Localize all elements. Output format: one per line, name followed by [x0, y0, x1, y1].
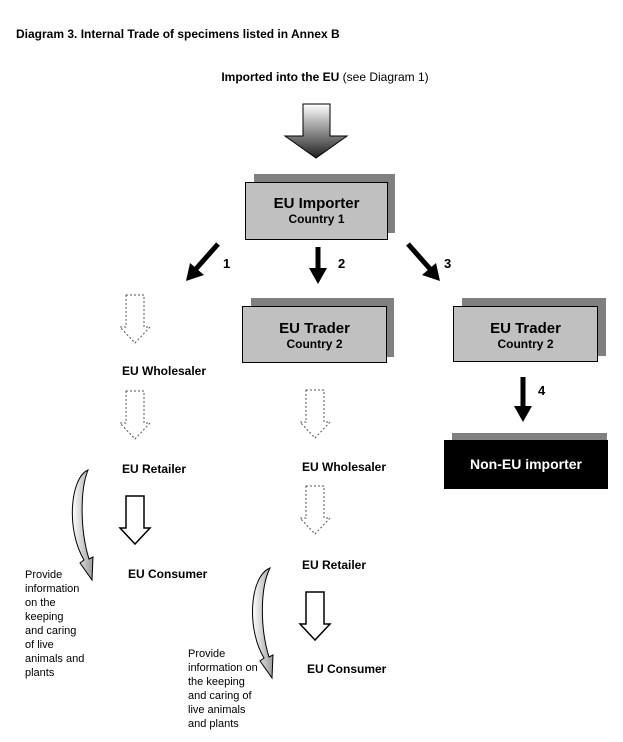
route-3-arrowhead	[422, 263, 440, 281]
route-1-arrow	[193, 242, 220, 272]
middle-info-note-line: and caring of	[188, 690, 252, 702]
left-info-note-line: information	[25, 583, 80, 595]
middle-info-note-line: and plants	[188, 718, 239, 730]
left-consumer-label: EU Consumer	[128, 567, 208, 581]
left-info-note-line: Provide	[25, 569, 63, 581]
middle-dotted-arrow-1	[298, 389, 332, 439]
imported-label-rest: (see Diagram 1)	[339, 70, 429, 84]
trader-b-title: EU Trader	[490, 320, 561, 337]
middle-solid-arrow	[298, 591, 332, 642]
left-info-note-line: on the	[25, 597, 56, 609]
left-info-note-line: keeping	[25, 611, 64, 623]
route-4-label: 4	[538, 383, 546, 398]
big-down-arrow	[283, 103, 349, 159]
non-eu-importer-box: Non-EU importer	[444, 440, 608, 489]
route-2-label: 2	[338, 256, 346, 271]
middle-info-note-line: information on	[188, 662, 258, 674]
middle-info-note-line: Provide	[188, 648, 226, 660]
left-info-note-line: plants	[25, 667, 55, 679]
left-dotted-arrow-2	[118, 390, 152, 440]
middle-info-note-line: the keeping	[188, 676, 245, 688]
importer-title: EU Importer	[273, 195, 360, 212]
middle-retailer-label: EU Retailer	[302, 558, 367, 572]
left-curl-arrow	[71, 469, 94, 582]
importer-country: Country 1	[288, 212, 345, 226]
left-dotted-arrow-1	[118, 294, 152, 344]
route-1-arrowhead	[186, 263, 204, 281]
trader-a-box: EU Trader Country 2	[242, 306, 387, 363]
middle-wholesaler-label: EU Wholesaler	[302, 460, 387, 474]
middle-dotted-arrow-2	[298, 485, 332, 535]
trader-a-title: EU Trader	[279, 320, 350, 337]
left-info-note-line: animals and	[25, 653, 85, 665]
middle-curl-arrow	[252, 567, 274, 680]
left-wholesaler-label: EU Wholesaler	[122, 364, 207, 378]
imported-label: Imported into the EU (see Diagram 1)	[0, 70, 623, 84]
route-2-arrowhead	[309, 268, 327, 284]
route-1-label: 1	[223, 256, 231, 271]
route-4-arrowhead	[514, 406, 532, 422]
left-retailer-label: EU Retailer	[122, 462, 187, 476]
left-info-note-line: and caring	[25, 625, 77, 637]
trader-a-country: Country 2	[286, 337, 343, 351]
diagram-title: Diagram 3. Internal Trade of specimens l…	[16, 27, 340, 41]
left-info-note-line: of live	[25, 639, 54, 651]
route-3-arrow	[406, 242, 433, 272]
trader-b-country: Country 2	[497, 337, 554, 351]
importer-box: EU Importer Country 1	[245, 182, 388, 240]
imported-label-bold: Imported into the EU	[221, 70, 340, 84]
left-info-note: Provide information on the keeping and c…	[25, 568, 84, 680]
route-3-label: 3	[444, 256, 452, 271]
middle-consumer-label: EU Consumer	[307, 662, 387, 676]
left-solid-arrow	[118, 495, 152, 546]
middle-info-note-line: live animals	[188, 704, 246, 716]
middle-info-note: Provide information on the keeping and c…	[188, 647, 258, 731]
trader-b-box: EU Trader Country 2	[453, 306, 598, 362]
